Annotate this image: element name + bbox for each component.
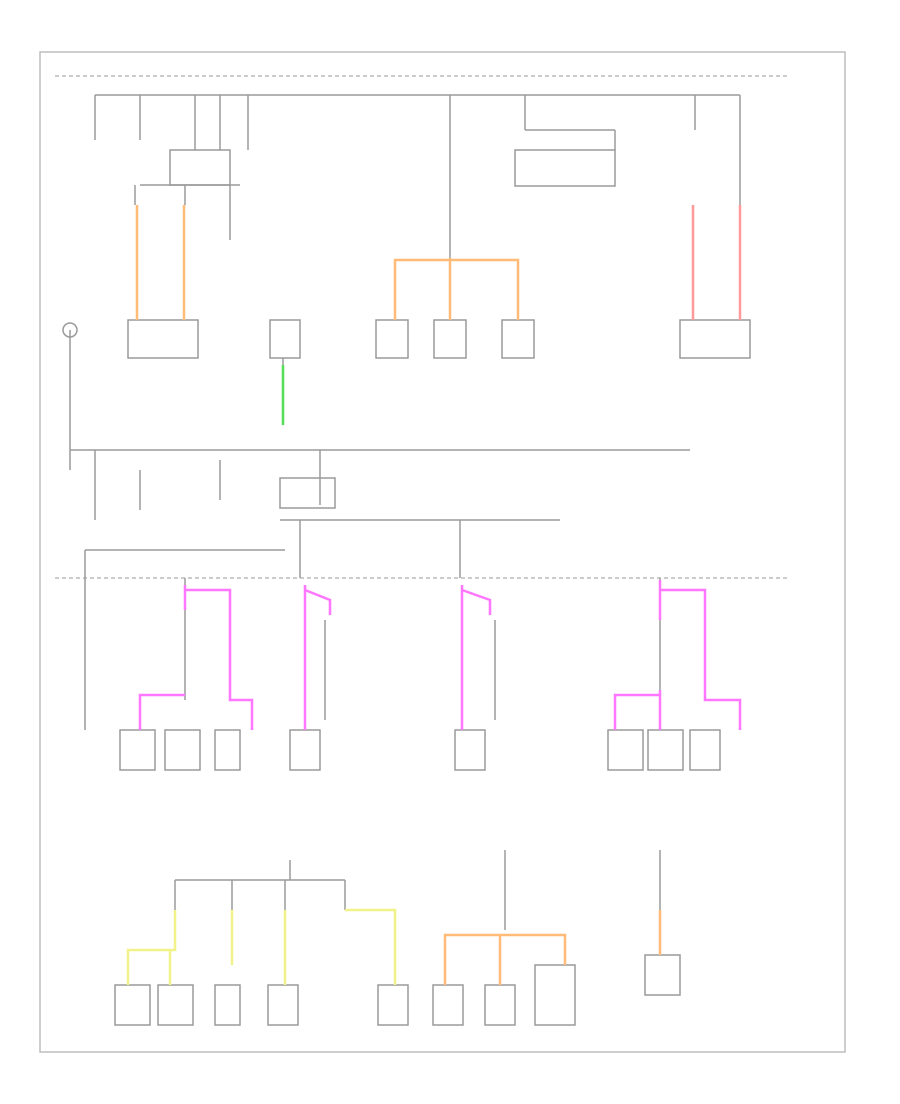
bottom-section bbox=[114, 850, 681, 1026]
diagram-frame bbox=[39, 51, 846, 1053]
middle-section bbox=[84, 578, 721, 771]
top-colored-wires bbox=[135, 205, 742, 425]
bottom-colored-wires bbox=[126, 908, 662, 985]
top-section bbox=[62, 94, 751, 578]
middle-pink-wires bbox=[138, 580, 742, 730]
